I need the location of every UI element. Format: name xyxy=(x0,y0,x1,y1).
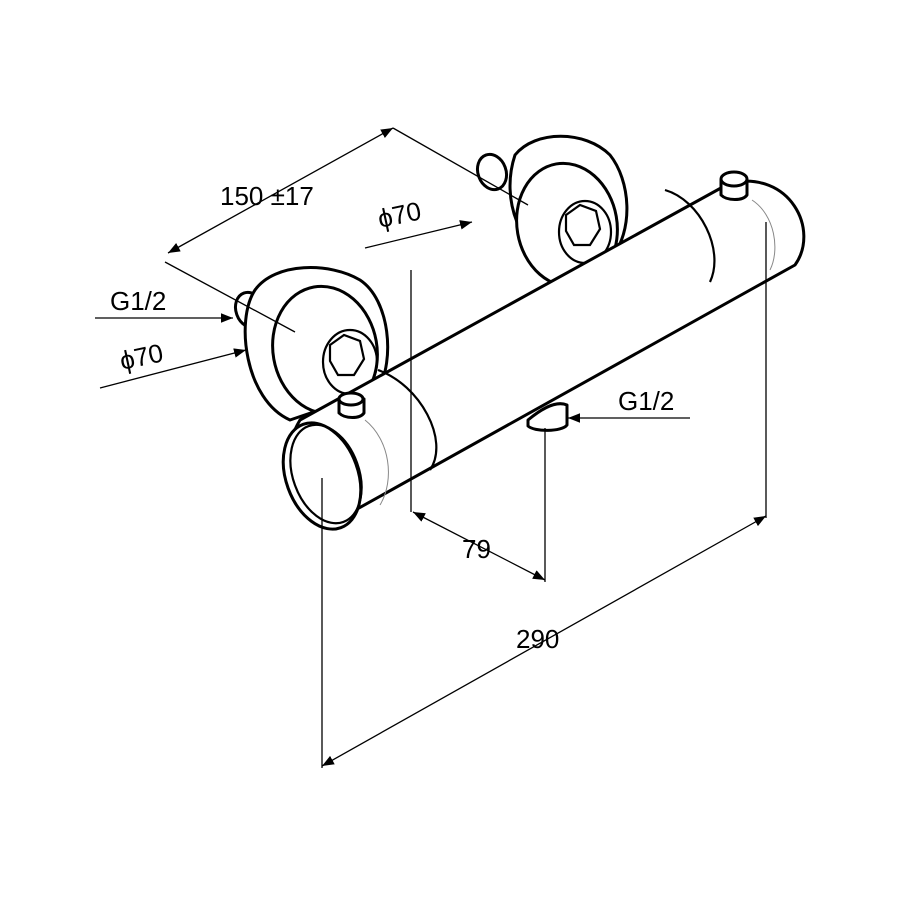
dimension-spacing: 150 ±17 xyxy=(164,127,529,333)
dimension-outlet-thread: G1/2 xyxy=(568,386,690,423)
dimension-overall-length: 290 xyxy=(321,222,767,768)
dimension-left-flange-diameter: ϕ70 xyxy=(99,337,247,389)
right-cap-pin xyxy=(719,170,749,201)
bottom-outlet xyxy=(526,402,569,432)
left-cap-pin xyxy=(337,391,366,419)
top-flange-diameter-label: ϕ70 xyxy=(375,195,424,233)
spacing-label: 150 ±17 xyxy=(220,181,314,211)
left-wall-flange xyxy=(233,266,390,422)
dimension-inlet-thread: G1/2 xyxy=(95,286,233,323)
left-flange-diameter-label: ϕ70 xyxy=(117,337,166,375)
mixer-body xyxy=(281,170,806,531)
dimension-top-flange-diameter: ϕ70 xyxy=(364,195,473,249)
outlet-offset-label: 79 xyxy=(462,534,491,564)
top-wall-flange xyxy=(475,134,629,289)
overall-length-label: 290 xyxy=(516,624,559,654)
inlet-thread-label: G1/2 xyxy=(110,286,166,316)
outlet-thread-label: G1/2 xyxy=(618,386,674,416)
